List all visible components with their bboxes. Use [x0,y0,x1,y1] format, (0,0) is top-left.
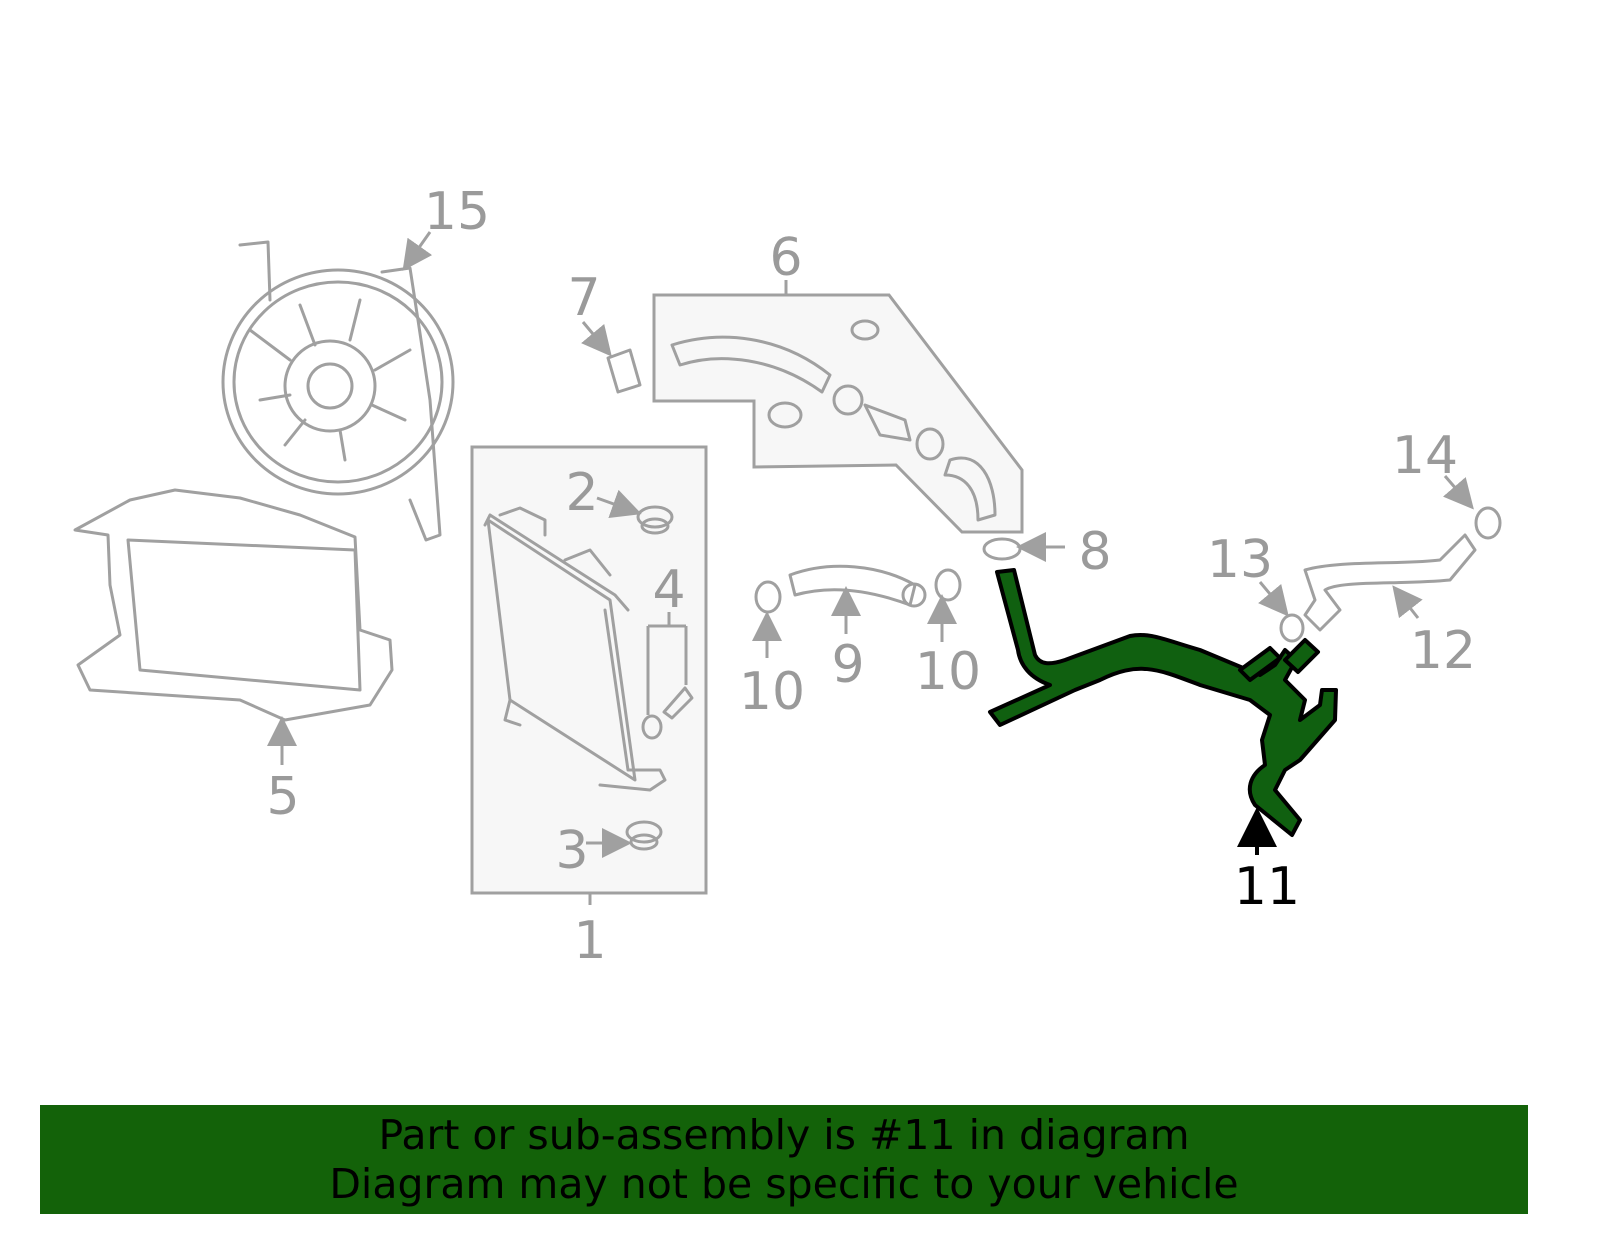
part-10-clamp-left[interactable] [754,580,782,614]
callout-13: 13 [1207,530,1273,590]
part-4-drain-plug[interactable] [641,686,694,740]
callout-10-left: 10 [739,662,805,722]
callout-2: 2 [565,463,598,523]
callout-6: 6 [769,228,802,288]
hose-group-box [652,293,1024,534]
leader-lines [267,231,1474,905]
part-14-clamp[interactable] [1474,506,1502,540]
callout-12: 12 [1410,621,1476,681]
banner-line-1: Part or sub-assembly is #11 in diagram [378,1110,1190,1159]
callout-8: 8 [1078,522,1111,582]
info-banner: Part or sub-assembly is #11 in diagram D… [40,1105,1528,1214]
part-13-clamp[interactable] [1279,613,1305,643]
callout-1: 1 [573,911,606,971]
part-1-radiator[interactable] [483,506,667,792]
part-8-clamp[interactable] [982,537,1022,561]
part-7-clamp[interactable] [606,348,642,394]
callout-7: 7 [567,268,600,328]
part-15-fan-shroud[interactable] [221,240,455,542]
part-5-radiator-support[interactable] [73,488,394,722]
part-11-coolant-pipe[interactable] [988,568,1338,837]
callout-14: 14 [1392,426,1458,486]
part-9-hose[interactable] [788,564,927,608]
part-6-hose-kit[interactable] [670,319,997,522]
callout-5: 5 [266,767,299,827]
callout-9: 9 [831,635,864,695]
callout-10-right: 10 [915,642,981,702]
callout-15: 15 [424,182,490,242]
callout-3: 3 [555,821,588,881]
banner-line-2: Diagram may not be specific to your vehi… [329,1159,1239,1208]
callout-4: 4 [652,560,685,620]
part-12-hose[interactable] [1303,533,1477,632]
part-10-clamp-right[interactable] [934,568,962,602]
callout-11: 11 [1234,857,1300,917]
